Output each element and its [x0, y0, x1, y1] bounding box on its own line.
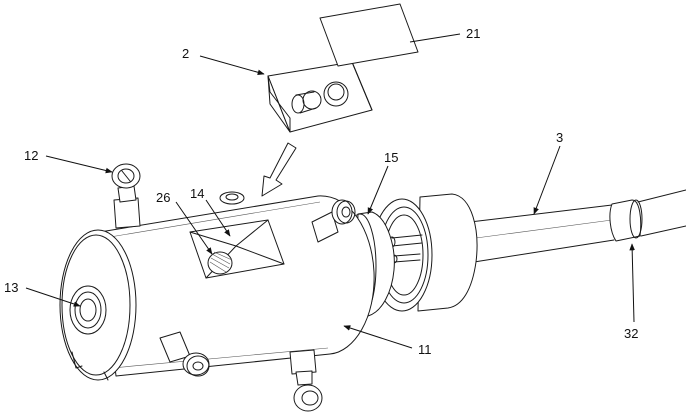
callout-11: 11 — [418, 342, 432, 357]
box-2 — [267, 61, 373, 133]
leader-lines — [25, 33, 635, 349]
callout-21: 21 — [466, 26, 480, 41]
callout-12: 12 — [24, 148, 38, 163]
callout-26: 26 — [156, 190, 170, 205]
lid-21 — [319, 3, 419, 67]
callout-3: 3 — [556, 130, 563, 145]
gauge-12 — [111, 163, 141, 229]
callout-32: 32 — [624, 326, 638, 341]
rod-3 — [469, 189, 686, 263]
callout-13: 13 — [4, 280, 18, 295]
top-boss — [219, 191, 245, 205]
callout-14: 14 — [190, 186, 204, 201]
bottom-fitting — [289, 349, 323, 412]
callout-2: 2 — [182, 46, 189, 61]
callout-labels: 2 21 12 15 3 26 14 13 11 32 — [4, 26, 638, 357]
insert-26 — [207, 251, 233, 275]
front-port-13 — [69, 285, 107, 335]
side-fitting-right — [311, 199, 356, 243]
callout-15: 15 — [384, 150, 398, 165]
assembly-arrow — [261, 142, 297, 197]
lower-fitting-left — [159, 331, 210, 377]
